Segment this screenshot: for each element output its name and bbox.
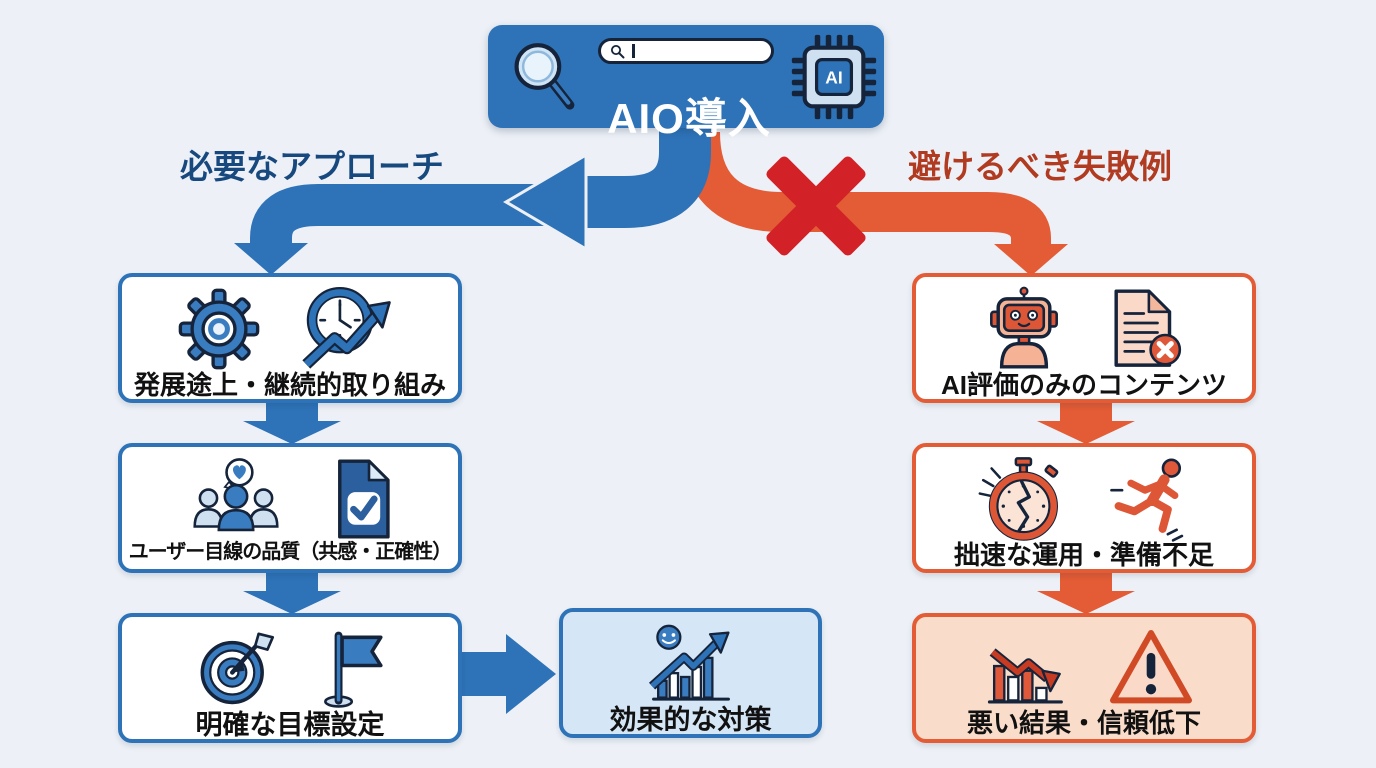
result-label: 効果的な対策 <box>609 705 772 735</box>
connector-arrow-down <box>243 573 341 614</box>
connector-arrow-down <box>1037 573 1135 614</box>
connector-arrow-down <box>1037 403 1135 444</box>
running-person-icon <box>1110 458 1184 542</box>
search-bar[interactable] <box>598 38 774 64</box>
step-box-user-quality: ユーザー目線の品質（共感・正確性） <box>118 443 462 573</box>
warning-icon <box>1110 630 1192 704</box>
title-box: AIO導入 AI <box>488 25 884 142</box>
connector-arrow-right <box>462 634 556 714</box>
target-icon <box>200 632 275 705</box>
step-box-continuous-effort: 発展途上・継続的取り組み <box>118 273 462 403</box>
icon-row <box>973 627 1195 709</box>
robot-icon <box>990 286 1058 369</box>
text-cursor <box>632 44 635 58</box>
clock-growth-icon <box>302 286 391 369</box>
document-x-icon <box>1114 289 1182 367</box>
step-box-clear-goals: 明確な目標設定 <box>118 613 462 743</box>
smiley-growth-chart-icon <box>648 624 730 701</box>
icon-row <box>970 457 1198 542</box>
icon-row <box>629 622 753 706</box>
result-box-bad-outcome: 悪い結果・信頼低下 <box>912 613 1256 743</box>
magnifier-icon <box>514 43 575 110</box>
search-icon <box>610 44 625 58</box>
step-label: 明確な目標設定 <box>195 710 385 740</box>
left-branch-arrow <box>234 124 711 275</box>
document-check-icon <box>338 459 390 539</box>
icon-row <box>978 286 1190 371</box>
step-label: 拙速な運用・準備不足 <box>953 540 1214 570</box>
connector-arrow-down <box>243 403 341 444</box>
flag-icon <box>324 631 383 708</box>
broken-stopwatch-icon <box>978 457 1059 541</box>
step-box-hasty-operation: 拙速な運用・準備不足 <box>912 443 1256 573</box>
ai-chip-icon: AI <box>791 34 877 120</box>
gear-icon <box>178 288 260 370</box>
right-branch-header: 避けるべき失敗例 <box>908 148 1172 185</box>
diagram-title: AIO導入 <box>607 95 771 142</box>
declining-chart-icon <box>987 648 1063 704</box>
chip-label: AI <box>825 67 842 87</box>
users-empathy-icon <box>193 458 279 532</box>
step-label: 発展途上・継続的取り組み <box>133 370 446 400</box>
step-label: AI評価のみのコンテンツ <box>940 370 1227 400</box>
step-box-ai-only-content: AI評価のみのコンテンツ <box>912 273 1256 403</box>
icon-row <box>178 457 402 541</box>
icon-row <box>177 286 403 371</box>
step-label: ユーザー目線の品質（共感・正確性） <box>128 541 453 563</box>
x-mark-icon <box>766 156 866 256</box>
left-branch-header: 必要なアプローチ <box>180 148 444 185</box>
result-box-effective-measures: 効果的な対策 <box>559 608 822 738</box>
icon-row <box>189 627 391 711</box>
result-label: 悪い結果・信頼低下 <box>966 708 1201 738</box>
